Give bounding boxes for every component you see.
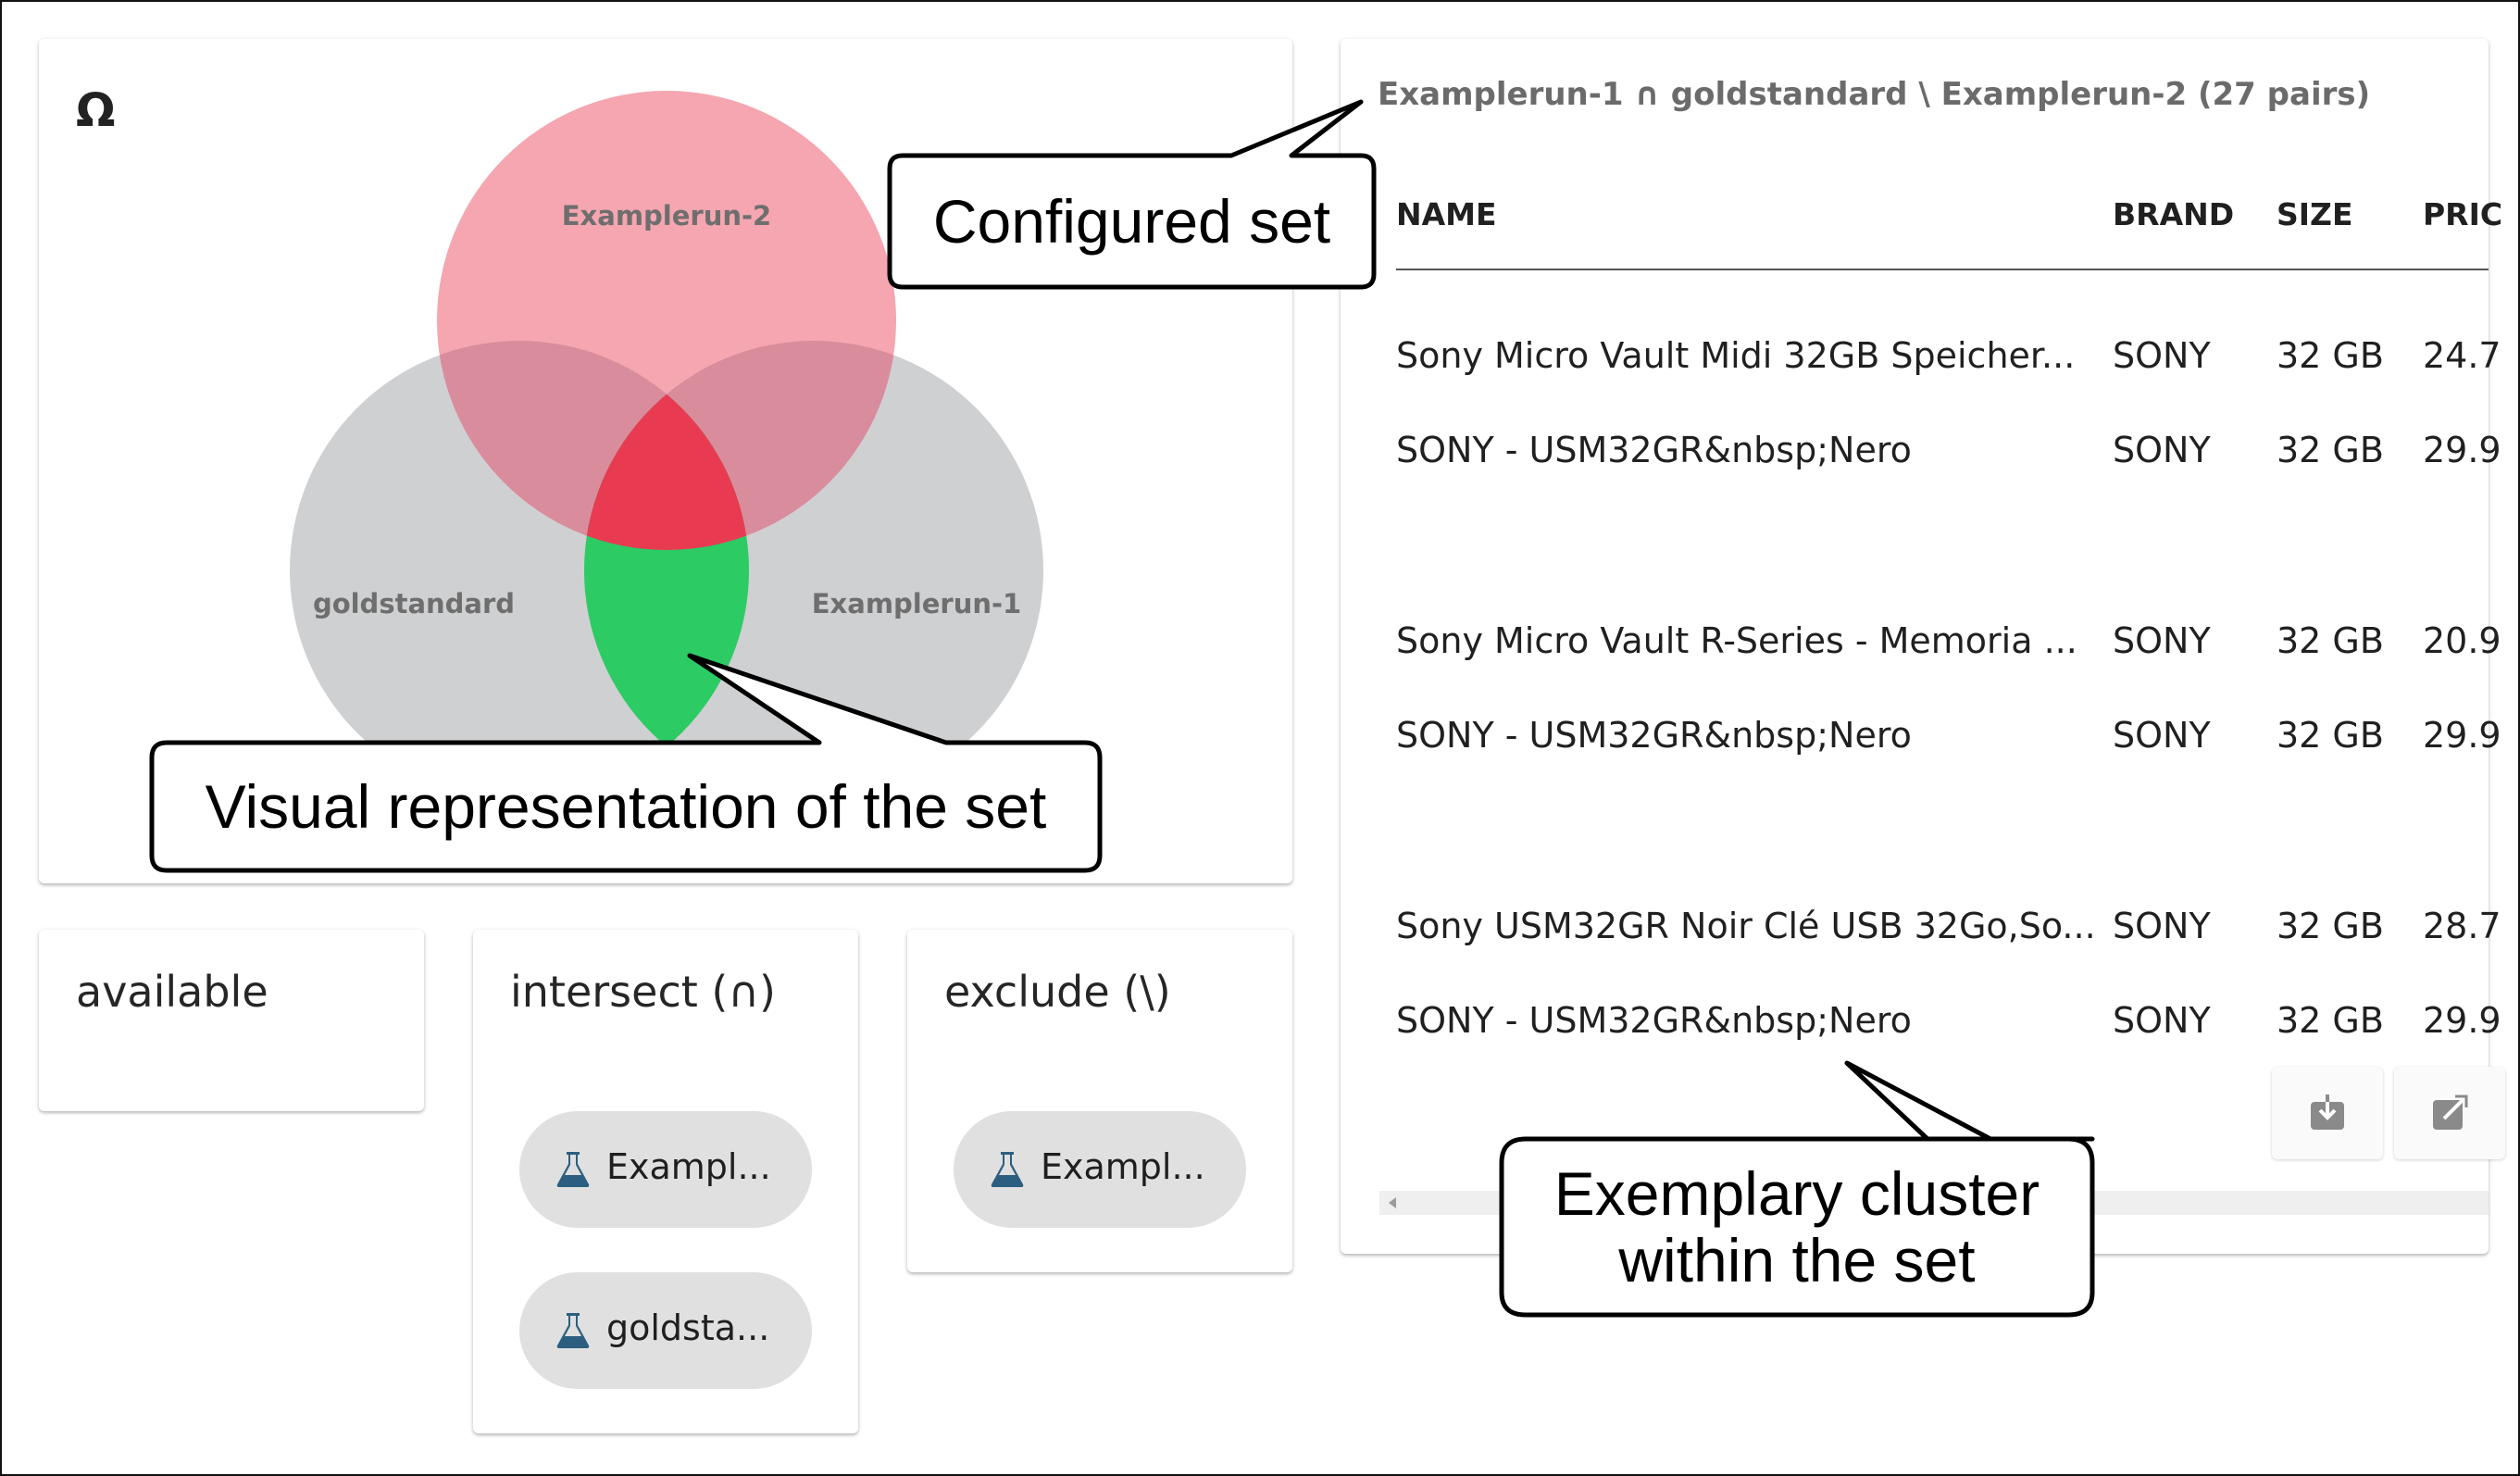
venn-label-examplerun-1: Examplerun-1: [812, 588, 1021, 619]
table-cell-price: 29.9: [2423, 1000, 2501, 1041]
table-cell-size: 32 GB: [2277, 430, 2384, 470]
table-cell-price: 20.9: [2423, 620, 2501, 661]
table-cell-name: SONY - USM32GR&nbsp;Nero: [1396, 430, 1912, 470]
universe-symbol: Ω: [76, 83, 116, 137]
chip-label: Exampl...: [606, 1146, 771, 1187]
table-cell-name: Sony Micro Vault Midi 32GB Speicher...: [1396, 335, 2076, 376]
table-cell-brand: SONY: [2113, 715, 2211, 756]
table-cell-size: 32 GB: [2277, 620, 2384, 661]
table-cell-price: 29.9: [2423, 430, 2501, 470]
table-cell-size: 32 GB: [2277, 335, 2384, 376]
set-heading: Examplerun-1 ∩ goldstandard \ Examplerun…: [1378, 76, 2371, 113]
available-title: available: [76, 967, 268, 1017]
flask-icon: [991, 1152, 1024, 1187]
intersect-chip-examplerun[interactable]: Exampl...: [519, 1111, 812, 1228]
intersect-bucket[interactable]: intersect (∩) Exampl... goldsta...: [473, 930, 858, 1433]
table-cell-size: 32 GB: [2277, 1000, 2384, 1041]
table-cell-price: 29.9: [2423, 715, 2501, 756]
table-cell-name: Sony USM32GR Noir Clé USB 32Go,So...: [1396, 906, 2096, 946]
scroll-left-icon[interactable]: [1389, 1197, 1396, 1208]
set-table-card: Examplerun-1 ∩ goldstandard \ Examplerun…: [1341, 39, 2505, 1254]
open-external-button[interactable]: [2394, 1067, 2505, 1159]
exclude-title: exclude (\): [944, 967, 1171, 1017]
flask-icon: [556, 1152, 590, 1187]
table-cell-brand: SONY: [2113, 335, 2211, 376]
venn-label-goldstandard: goldstandard: [313, 588, 515, 619]
callout-exemplary-cluster-line2: within the set: [1618, 1226, 1976, 1295]
venn-label-examplerun-2: Examplerun-2: [562, 200, 771, 231]
chip-label: goldsta...: [606, 1307, 770, 1348]
chip-label: Exampl...: [1041, 1146, 1205, 1187]
venn-region-all-three[interactable]: [584, 341, 1043, 800]
table-cell-brand: SONY: [2113, 1000, 2211, 1041]
header-divider: [1396, 269, 2489, 270]
callout-visual-representation: Visual representation of the set: [205, 772, 1047, 841]
venn-diagram-card: Ω Examplerun-2 goldstandard: [39, 39, 1292, 883]
venn-diagram: Examplerun-2 goldstandard Examplerun-1: [290, 91, 1043, 800]
table-cell-name: SONY - USM32GR&nbsp;Nero: [1396, 1000, 1912, 1041]
available-bucket[interactable]: available: [39, 930, 424, 1111]
exclude-bucket[interactable]: exclude (\) Exampl...: [907, 930, 1292, 1272]
open-external-icon: [2433, 1094, 2468, 1130]
column-header-brand[interactable]: BRAND: [2113, 196, 2235, 232]
table-cell-size: 32 GB: [2277, 906, 2384, 946]
exclude-chip-examplerun[interactable]: Exampl...: [954, 1111, 1246, 1228]
callout-configured-set: Configured set: [932, 187, 1331, 256]
column-header-price[interactable]: PRIC: [2423, 196, 2503, 232]
callout-exemplary-cluster-line1: Exemplary cluster: [1553, 1159, 2040, 1228]
intersect-chip-goldstandard[interactable]: goldsta...: [519, 1272, 812, 1389]
table-cell-name: Sony Micro Vault R-Series - Memoria ...: [1396, 620, 2077, 661]
download-button[interactable]: [2272, 1067, 2383, 1159]
column-header-name[interactable]: NAME: [1396, 196, 1497, 232]
column-header-size[interactable]: SIZE: [2277, 196, 2353, 232]
table-cell-name: SONY - USM32GR&nbsp;Nero: [1396, 715, 1912, 756]
table-cell-brand: SONY: [2113, 906, 2211, 946]
table-cell-brand: SONY: [2113, 430, 2211, 470]
table-cell-price: 28.7: [2423, 906, 2501, 946]
download-icon: [2311, 1094, 2344, 1130]
intersect-title: intersect (∩): [510, 967, 776, 1017]
table-cell-price: 24.7: [2423, 335, 2501, 376]
table-cell-size: 32 GB: [2277, 715, 2384, 756]
table-cell-brand: SONY: [2113, 620, 2211, 661]
flask-icon: [556, 1313, 590, 1348]
